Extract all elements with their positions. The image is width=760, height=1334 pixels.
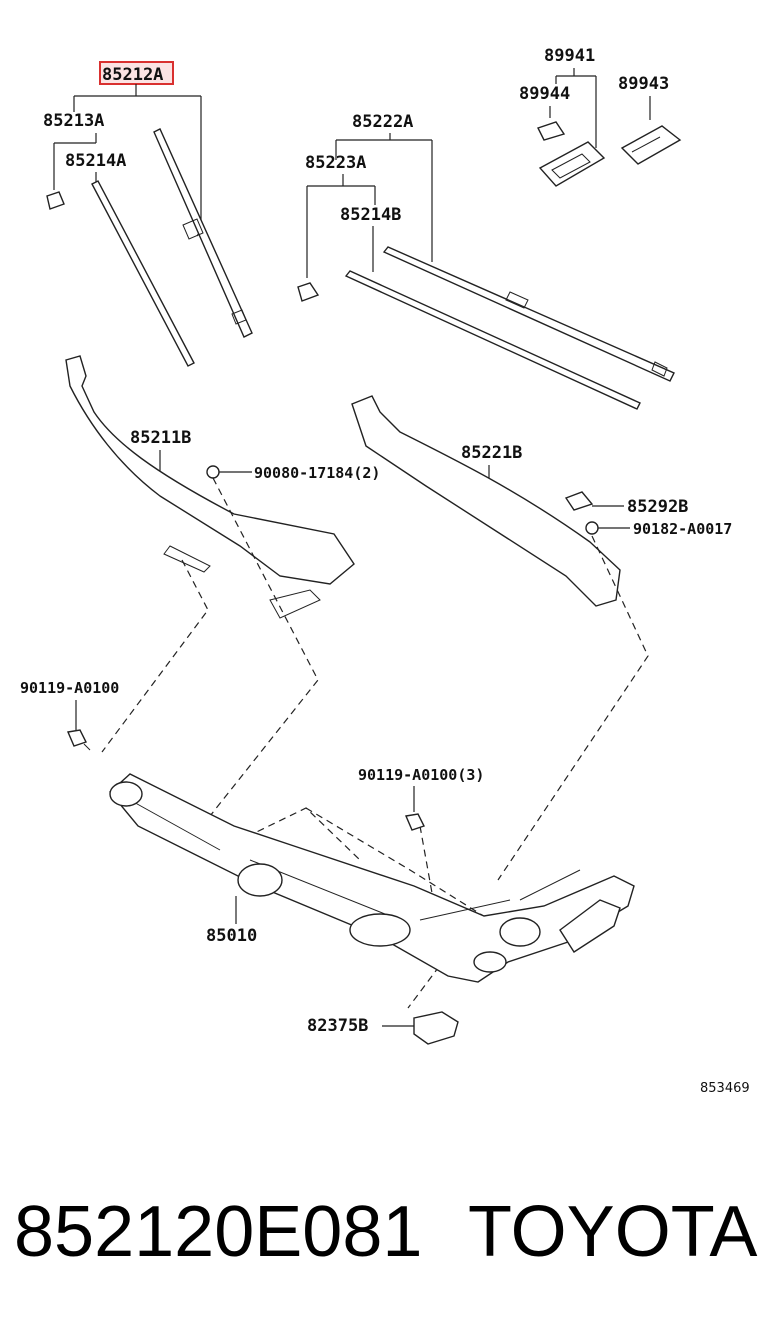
- sensor-pad: [537, 121, 566, 141]
- blade-clip-right: [297, 282, 320, 302]
- label-85292B[interactable]: 85292B: [627, 497, 688, 517]
- label-85221B[interactable]: 85221B: [461, 443, 522, 463]
- label-85010[interactable]: 85010: [206, 926, 257, 946]
- label-85213A[interactable]: 85213A: [43, 111, 104, 131]
- wiper-link-assembly: [109, 773, 635, 983]
- label-89944[interactable]: 89944: [519, 84, 570, 104]
- label-85211B[interactable]: 85211B: [130, 428, 191, 448]
- nut-90080: [206, 465, 220, 479]
- motor-body: [349, 913, 411, 947]
- sensor-cover: [620, 125, 682, 165]
- blade-refill-right: [344, 270, 641, 410]
- label-85222A[interactable]: 85222A: [352, 112, 413, 132]
- footer-part-number: 852120E081: [14, 1192, 422, 1272]
- label-85214A[interactable]: 85214A: [65, 151, 126, 171]
- label-90119-A0100-left[interactable]: 90119-A0100: [20, 679, 119, 697]
- pivot-right: [499, 917, 541, 947]
- diagram-ref-code: 853469: [700, 1081, 750, 1096]
- label-89943[interactable]: 89943: [618, 74, 669, 94]
- label-90080-17184[interactable]: 90080-17184(2): [254, 464, 380, 482]
- blade-refill-left: [91, 180, 195, 367]
- cap-85292B: [564, 491, 594, 511]
- blade-clip-left: [46, 191, 65, 210]
- pivot-motor: [237, 863, 283, 897]
- label-90182-A0017[interactable]: 90182-A0017: [633, 520, 732, 538]
- wiper-arm-right: [351, 395, 621, 607]
- label-85223A[interactable]: 85223A: [305, 153, 366, 173]
- rain-sensor: [538, 141, 606, 187]
- bolt-90119-right: [405, 813, 425, 831]
- label-85214B[interactable]: 85214B: [340, 205, 401, 225]
- label-90119-A0100-3[interactable]: 90119-A0100(3): [358, 766, 484, 784]
- wiper-arm-left: [65, 355, 355, 585]
- pivot-left: [109, 781, 143, 807]
- connector-82375B: [413, 1011, 459, 1045]
- label-89941[interactable]: 89941: [544, 46, 595, 66]
- pivot-bottom: [473, 951, 507, 973]
- linkage-right-arm: [559, 899, 621, 953]
- wiper-blade-right: [382, 246, 675, 382]
- nut-90182: [585, 521, 599, 535]
- bolt-90119-left: [67, 729, 87, 747]
- label-85212A[interactable]: 85212A: [102, 65, 163, 85]
- label-82375B[interactable]: 82375B: [307, 1016, 368, 1036]
- footer-brand: TOYOTA: [468, 1192, 757, 1272]
